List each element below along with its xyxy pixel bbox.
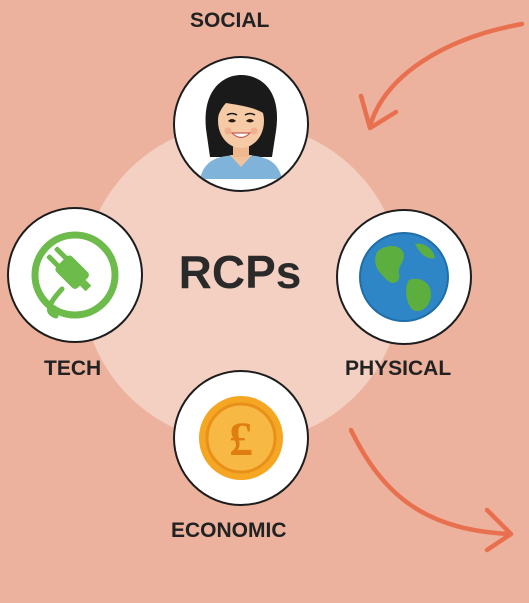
pound-coin-icon: £ [199, 396, 283, 480]
woman-avatar-icon [200, 75, 282, 179]
center-label: RCPs [178, 246, 302, 298]
center-disc [82, 123, 402, 443]
economic-node: £ [173, 370, 309, 506]
cycle-arrow-bottom [348, 427, 514, 553]
power-plug-icon [31, 231, 119, 319]
earth-globe-icon [359, 232, 449, 322]
svg-text:£: £ [229, 413, 253, 466]
economic-label: ECONOMIC [171, 519, 287, 542]
cycle-arrow-top [358, 21, 525, 131]
physical-node [336, 209, 472, 345]
tech-label: TECH [44, 357, 102, 380]
tech-node [7, 207, 143, 343]
physical-label: PHYSICAL [345, 357, 452, 380]
social-label: SOCIAL [190, 9, 270, 32]
social-node [173, 56, 309, 192]
